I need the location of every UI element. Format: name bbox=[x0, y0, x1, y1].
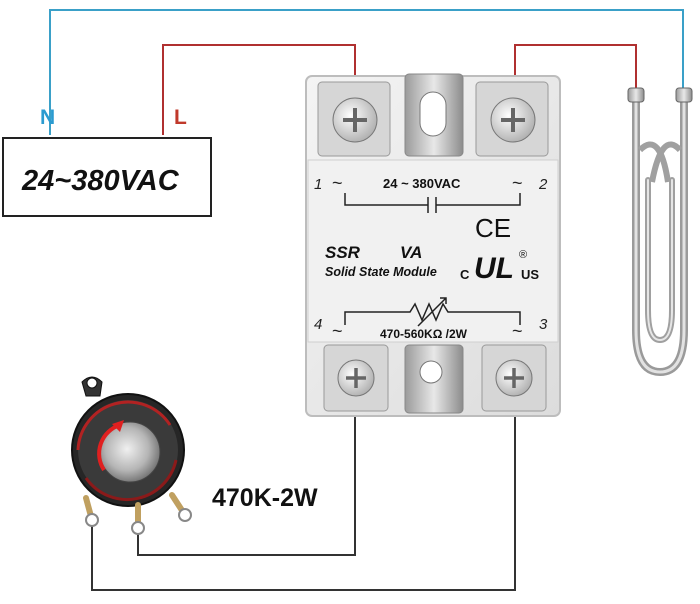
potentiometer-label: 470K-2W bbox=[212, 484, 318, 512]
terminal-tilde-3: ~ bbox=[512, 321, 523, 341]
heater-element bbox=[627, 87, 693, 377]
potentiometer: 470K-2W bbox=[71, 376, 318, 535]
input-resistor-symbol bbox=[344, 297, 521, 327]
source-voltage-label: 24~380VAC bbox=[21, 165, 180, 197]
ul-c: C bbox=[460, 267, 470, 282]
neutral-wire bbox=[49, 9, 684, 135]
ul-mark: UL bbox=[474, 252, 514, 285]
screw-terminal-3 bbox=[495, 359, 533, 397]
power-source-box bbox=[2, 137, 212, 217]
heater-terminal-left bbox=[627, 87, 645, 103]
terminal-number-1: 1 bbox=[314, 176, 322, 193]
ac-rating: 24 ~ 380VAC bbox=[383, 176, 461, 191]
terminal-tilde-2: ~ bbox=[512, 173, 523, 193]
signal-wire-terminal-4 bbox=[137, 392, 356, 556]
ssr-module: 1 ~ ~ 2 24 ~ 380VAC SSR VA Solid State M… bbox=[305, 73, 561, 417]
heater-inner-loop bbox=[645, 177, 675, 344]
ce-mark: CE bbox=[475, 213, 511, 243]
line-wire-to-terminal-1 bbox=[162, 44, 356, 135]
screw-terminal-4 bbox=[337, 359, 375, 397]
line-label: L bbox=[174, 106, 187, 129]
potentiometer-pins bbox=[83, 492, 192, 535]
resistance-rating: 470-560KΩ /2W bbox=[380, 327, 468, 341]
ssr-brand: SSR bbox=[325, 243, 361, 262]
heater-terminal-right bbox=[675, 87, 693, 103]
terminal-tilde-4: ~ bbox=[332, 321, 343, 341]
line-wire-to-heater bbox=[514, 44, 637, 90]
terminal-number-2: 2 bbox=[538, 176, 548, 193]
signal-wire-terminal-3 bbox=[91, 392, 516, 591]
output-switch-symbol bbox=[344, 193, 521, 213]
ul-registered: ® bbox=[519, 249, 527, 261]
neutral-label: N bbox=[40, 106, 55, 129]
module-name: Solid State Module bbox=[325, 265, 437, 279]
ssr-va-label: VA bbox=[400, 243, 422, 262]
rotation-arrow-icon bbox=[97, 423, 121, 472]
wires bbox=[49, 9, 684, 591]
terminal-number-3: 3 bbox=[539, 316, 548, 333]
heater-coil bbox=[632, 91, 688, 377]
screw-terminal-1 bbox=[332, 97, 378, 143]
terminal-tilde-1: ~ bbox=[332, 173, 343, 193]
terminal-number-4: 4 bbox=[314, 316, 322, 333]
power-source: 24~380VAC N L bbox=[2, 106, 212, 217]
screw-terminal-2 bbox=[490, 97, 536, 143]
ul-us: US bbox=[521, 267, 539, 282]
